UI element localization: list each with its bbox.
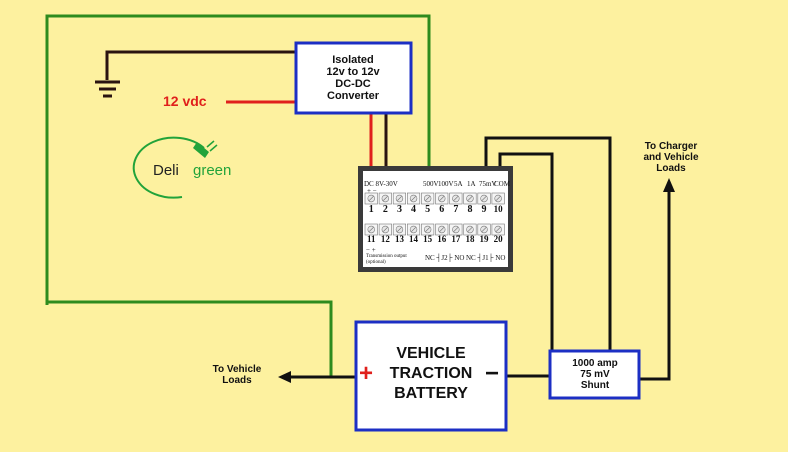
- meter-polarity: + −: [367, 187, 377, 195]
- meter-tx-label: Transmission output (optional): [366, 254, 407, 265]
- terminal-screw-slot: [411, 196, 416, 201]
- terminal-screw-slot: [439, 196, 445, 201]
- meter-1a: 1A: [467, 180, 476, 188]
- terminal-number-20: 20: [493, 234, 503, 244]
- terminal-number-8: 8: [467, 204, 473, 215]
- logo-text-accent: green: [193, 162, 232, 179]
- converter-box: [294, 41, 413, 115]
- terminal-screw-slot: [481, 227, 487, 232]
- terminal-screw-slot: [467, 196, 473, 201]
- terminal-number-6: 6: [439, 204, 445, 215]
- terminal-screw-slot: [495, 227, 501, 232]
- meter-5a: 5A: [454, 180, 463, 188]
- plug-leaf-icon: [132, 136, 218, 199]
- terminal-screw-slot: [382, 227, 388, 232]
- logo-text: Deli: [153, 162, 179, 179]
- terminal-screw-slot: [411, 227, 416, 232]
- converter-label: Isolated 12v to 12v DC-DC Converter: [326, 54, 380, 102]
- vehicle-loads-label: To Vehicle Loads: [212, 364, 262, 386]
- shunt-wire-b: [498, 152, 554, 352]
- charger-loads-label: To Charger and Vehicle Loads: [643, 141, 699, 174]
- terminal-number-9: 9: [481, 204, 487, 215]
- charger-wire: [638, 188, 671, 381]
- supply-label: 12 vdc: [163, 93, 207, 109]
- terminal-number-18: 18: [465, 234, 475, 244]
- battery-label: VEHICLE TRACTION BATTERY: [389, 345, 473, 402]
- terminal-screw-slot: [368, 196, 374, 201]
- meter-j2: NC ┤J2├ NO: [425, 254, 465, 262]
- terminal-screw-slot: [481, 196, 487, 201]
- meter-j1: NC ┤J1├ NO: [466, 254, 506, 262]
- meter-100v: 100V: [438, 180, 454, 188]
- shunt-label: 1000 amp 75 mV Shunt: [572, 358, 618, 391]
- terminal-number-4: 4: [411, 204, 417, 215]
- battery-positive: +: [359, 360, 374, 387]
- meter-75mv: 75mV: [479, 180, 497, 188]
- meter-terminals: [364, 192, 505, 236]
- terminal-number-3: 3: [396, 204, 402, 215]
- terminal-number-11: 11: [366, 234, 376, 244]
- shunt-box: [548, 349, 641, 400]
- ground-wire: [105, 50, 296, 80]
- green-wire-battery: [47, 300, 333, 378]
- terminal-screw-slot: [397, 196, 402, 201]
- meter-dc-label: DC 8V-30V: [364, 180, 398, 188]
- terminal-screw-slot: [453, 227, 459, 232]
- arrow-icon: [663, 178, 675, 192]
- terminal-number-5: 5: [425, 204, 431, 215]
- terminal-number-7: 7: [453, 204, 459, 215]
- terminal-number-1: 1: [368, 204, 374, 215]
- battery-negative: −: [485, 360, 500, 387]
- ground-icon: [95, 80, 120, 98]
- terminal-number-19: 19: [479, 234, 489, 244]
- terminal-number-15: 15: [423, 234, 433, 244]
- shunt-wire-a: [484, 136, 612, 352]
- arrow-icon: [278, 371, 291, 383]
- terminal-number-16: 16: [437, 234, 447, 244]
- meter-tx-polarity: − +: [366, 246, 376, 254]
- terminal-number-12: 12: [380, 234, 390, 244]
- terminal-number-17: 17: [451, 234, 461, 244]
- terminal-screw-slot: [368, 227, 374, 232]
- terminal-number-10: 10: [493, 204, 503, 214]
- terminal-screw-slot: [439, 227, 445, 232]
- terminal-screw-slot: [425, 227, 431, 232]
- terminal-screw-slot: [453, 196, 459, 201]
- terminal-number-14: 14: [409, 234, 419, 244]
- green-wire: [45, 14, 431, 305]
- meter-com: COM: [494, 180, 510, 188]
- terminal-screw-slot: [425, 196, 431, 201]
- meter-500v: 500V: [423, 180, 439, 188]
- terminal-number-13: 13: [394, 234, 404, 244]
- terminal-screw-slot: [495, 196, 501, 201]
- terminal-number-2: 2: [382, 204, 388, 215]
- terminal-screw-slot: [467, 227, 473, 232]
- terminal-screw-slot: [397, 227, 402, 232]
- meter-face: [363, 171, 508, 267]
- terminal-screw-slot: [382, 196, 388, 201]
- battery-box: [354, 320, 508, 432]
